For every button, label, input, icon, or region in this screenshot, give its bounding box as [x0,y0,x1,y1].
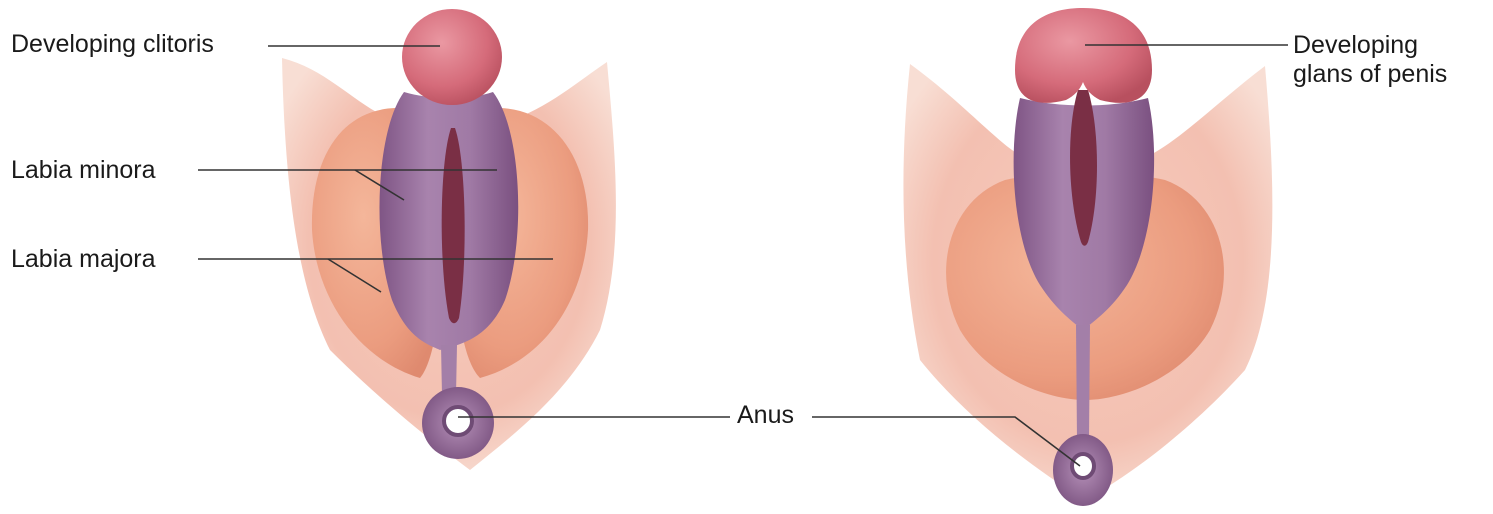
male-anus-inner [1072,454,1094,478]
developing-clitoris [402,9,502,105]
label-developing-clitoris: Developing clitoris [11,30,214,59]
female-anus-inner [444,407,472,435]
male-genitalia [903,8,1272,506]
label-glans-line1: Developing [1293,31,1447,60]
label-labia-minora: Labia minora [11,156,156,185]
developing-glans-of-penis [1015,8,1152,103]
label-anus: Anus [737,401,794,430]
label-labia-majora: Labia majora [11,245,156,274]
label-developing-glans-of-penis: Developing glans of penis [1293,31,1447,89]
label-glans-line2: glans of penis [1293,60,1447,89]
male-perineal-raphe [1076,325,1090,440]
female-genitalia [282,9,616,470]
